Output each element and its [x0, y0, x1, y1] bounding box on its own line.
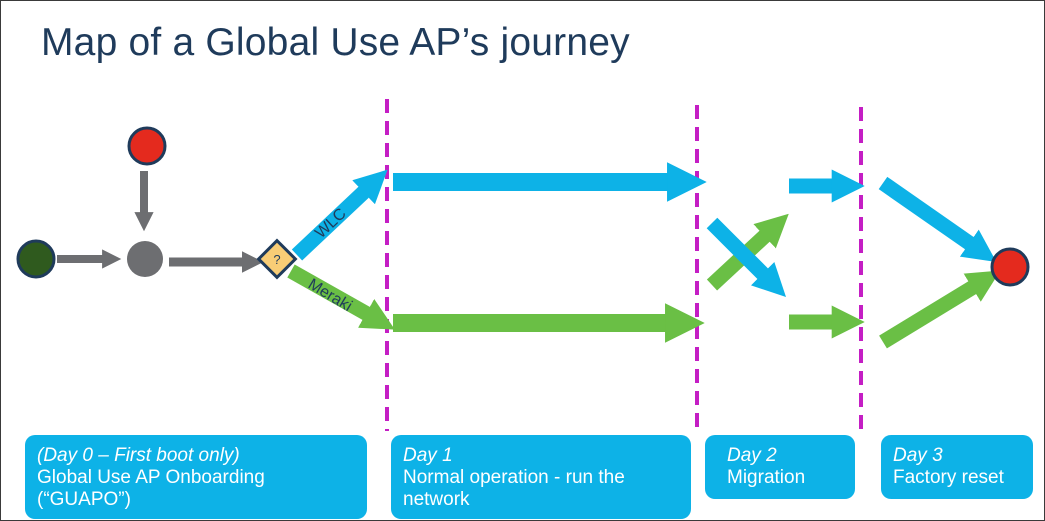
arrow-reset-wlc: [878, 176, 997, 262]
phase-day1-line1: Normal operation - run the: [403, 467, 625, 488]
phase-day3-line1: Factory reset: [893, 467, 1004, 488]
slide-title: Map of a Global Use AP’s journey: [41, 21, 630, 64]
merge-node: [127, 241, 163, 277]
label-meraki: Meraki: [305, 276, 355, 315]
phase-box-day1: Day 1 Normal operation - run the network: [391, 435, 691, 519]
fail-node: [127, 126, 167, 166]
decision-symbol: ?: [273, 252, 280, 267]
phase-day3-heading: Day 3: [893, 445, 943, 466]
phase-day0-heading: (Day 0 – First boot only): [37, 445, 240, 466]
phase-day0-line1: Global Use AP Onboarding: [37, 467, 265, 488]
phase-day0-line2: (“GUAPO”): [37, 489, 131, 510]
decision-node: [256, 238, 298, 280]
phase-day2-line1: Migration: [727, 467, 806, 488]
phase-box-day0: (Day 0 – First boot only) Global Use AP …: [25, 435, 367, 519]
phase-day1-heading: Day 1: [403, 445, 453, 466]
phase-day1-line2: network: [403, 489, 470, 510]
phase-box-day3: Day 3 Factory reset: [881, 435, 1033, 499]
phase-day2-heading: Day 2: [727, 445, 777, 466]
arrow-meraki-branch: [287, 264, 395, 330]
end-node: [990, 247, 1030, 287]
arrow-reset-meraki: [879, 270, 1001, 349]
arrow-wlc-branch: [291, 169, 388, 261]
start-node: [16, 239, 56, 279]
arrow-migrate-to-wlc: [706, 217, 787, 298]
phase-box-day2: Day 2 Migration: [705, 435, 855, 499]
